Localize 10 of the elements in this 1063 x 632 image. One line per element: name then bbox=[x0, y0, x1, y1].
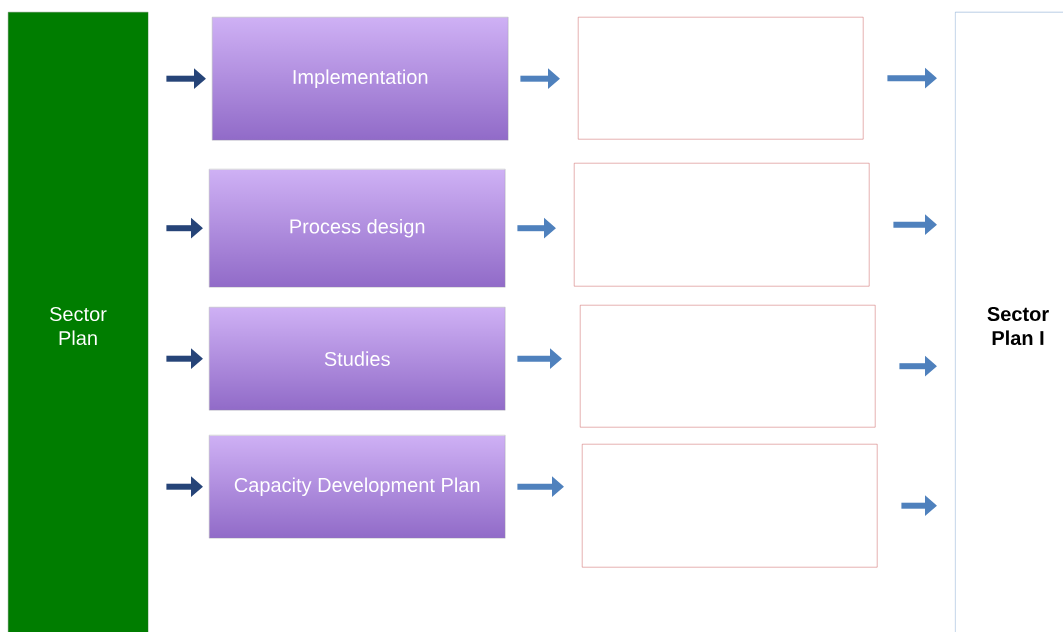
process-box: Studies bbox=[209, 307, 506, 411]
empty-box bbox=[580, 305, 876, 428]
process-box: Capacity Development Plan bbox=[209, 435, 506, 539]
empty-box bbox=[582, 444, 878, 568]
process-box: Process design bbox=[209, 169, 506, 288]
empty-box bbox=[574, 163, 870, 287]
empty-box bbox=[578, 17, 864, 140]
process-box: Implementation bbox=[212, 17, 509, 141]
sector-band: Sector Plan I bbox=[955, 12, 1063, 632]
sector-band: Sector Plan bbox=[8, 12, 149, 632]
